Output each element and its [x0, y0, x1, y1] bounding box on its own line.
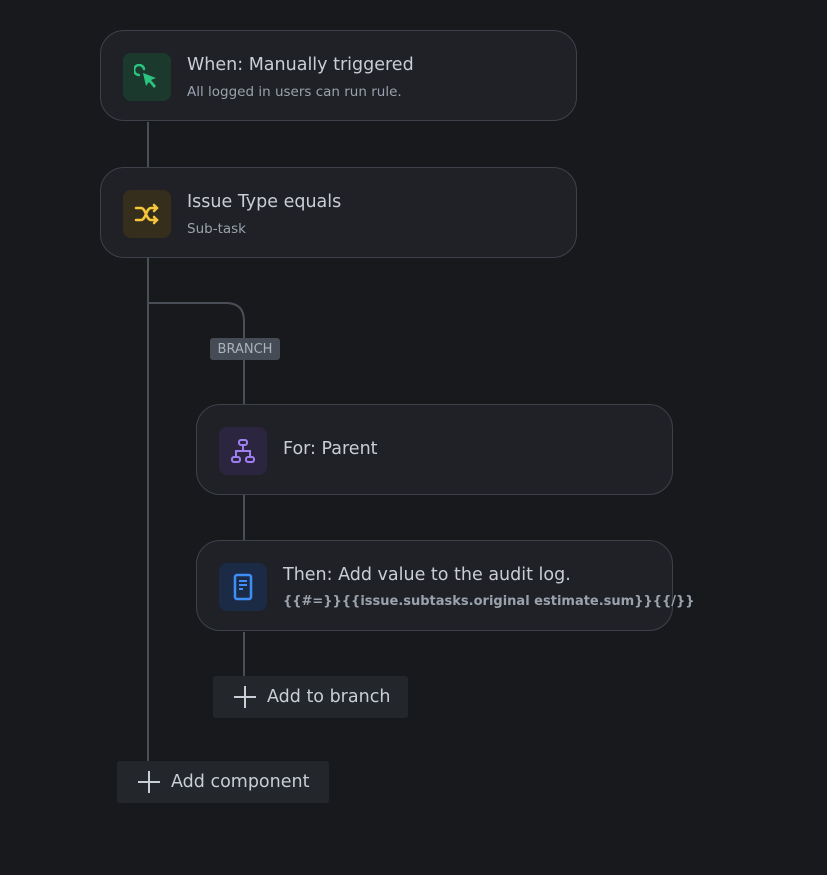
hierarchy-icon [219, 427, 267, 475]
add-to-branch-label: Add to branch [267, 687, 391, 707]
shuffle-icon [123, 190, 171, 238]
add-component-button[interactable]: Add component [117, 761, 329, 803]
branch-badge: BRANCH [210, 338, 280, 360]
plus-icon [138, 771, 160, 793]
node-title: When: Manually triggered [187, 55, 414, 75]
node-title: Then: Add value to the audit log. [283, 565, 571, 585]
node-subtitle: {{#=}}{{issue.subtasks.original estimate… [283, 594, 695, 609]
main-connector [147, 122, 149, 762]
node-title: For: Parent [283, 439, 378, 459]
node-subtitle: All logged in users can run rule. [187, 84, 402, 100]
add-component-label: Add component [171, 772, 310, 792]
branch-connector-2 [243, 495, 245, 541]
action-card[interactable]: Then: Add value to the audit log. {{#=}}… [196, 540, 695, 631]
trigger-card[interactable]: When: Manually triggered All logged in u… [100, 30, 577, 121]
document-icon [219, 563, 267, 611]
condition-card[interactable]: Issue Type equals Sub-task [100, 167, 577, 258]
node-subtitle: Sub-task [187, 221, 246, 237]
node-title: Issue Type equals [187, 192, 342, 212]
branch-card[interactable]: For: Parent [196, 404, 673, 495]
plus-icon [234, 686, 256, 708]
cursor-click-icon [123, 53, 171, 101]
branch-connector-3 [243, 632, 245, 677]
add-to-branch-button[interactable]: Add to branch [213, 676, 408, 718]
